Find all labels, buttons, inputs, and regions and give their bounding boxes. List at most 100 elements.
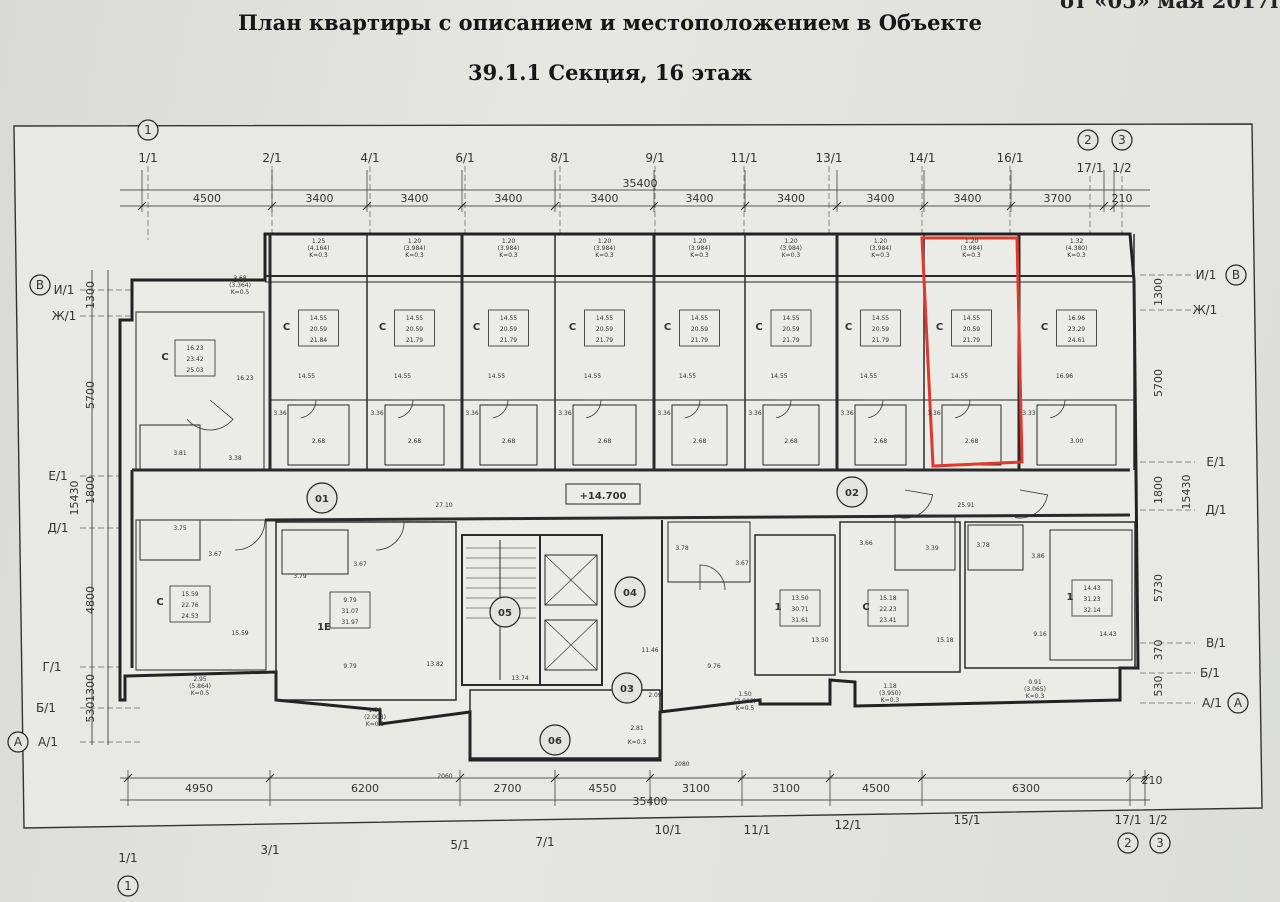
axis-top-11-1: 11/1 <box>731 151 758 165</box>
axis-top-2-circle <box>1077 129 1099 151</box>
axis-right-1-circle <box>1225 264 1247 286</box>
axis-left-8-label: А <box>14 735 23 749</box>
dim-slash-top <box>457 201 467 211</box>
apt-top-5-bath-box <box>762 404 820 466</box>
apt-top-5-area-living: 14.55 <box>782 315 799 322</box>
apt-b2-area-full: 32.14 <box>1083 607 1100 614</box>
lift-2-cross <box>544 619 598 671</box>
axis-left-8-circle <box>7 731 29 753</box>
apt-top-4-door <box>682 399 701 419</box>
apt-1e-area-total: 31.07 <box>341 608 358 615</box>
dim-top-1: 3400 <box>306 192 334 205</box>
apt-top-3-area-total: 20.59 <box>596 326 613 333</box>
apt-top-1-bath-box <box>384 404 445 466</box>
apt-top-7-area-full: 21.79 <box>963 337 980 344</box>
apt-top-1-room: 14.55 <box>394 373 411 380</box>
dim-top-8: 3400 <box>954 192 982 205</box>
marker-03-label: 03 <box>620 684 634 695</box>
apt-b1-room: 15.18 <box>936 637 953 644</box>
apt-b2-room-box <box>1049 529 1133 661</box>
axis-top-2-1: 2/1 <box>262 151 281 165</box>
corridor-wall-south <box>264 513 1131 522</box>
apt-top-0-door <box>298 399 317 419</box>
axis-left-2: Ж/1 <box>52 309 77 323</box>
balcony-1-coef-area: (3.984) <box>404 245 426 252</box>
apt-b2-area-living: 14.43 <box>1083 585 1100 592</box>
marker-06-circle <box>539 724 571 756</box>
apt-top-3-bath-box <box>572 404 637 466</box>
apt-b0-room: 13.50 <box>811 637 828 644</box>
apt-top-2-type: С <box>473 322 480 333</box>
apt-top-3-room: 14.55 <box>584 373 601 380</box>
dim-slash-top <box>1006 201 1016 211</box>
apt-top-8-bath: 3.00 <box>1070 438 1084 445</box>
apt-b1-door <box>900 489 934 519</box>
dim-slash-bottom <box>645 773 655 783</box>
apt-1e-balcony-area: 1.50 <box>368 707 382 714</box>
dim-right-5: 530 <box>1152 676 1165 697</box>
corner-top-left-balcony-area: 2.68 <box>233 275 247 282</box>
axis-top-1-label: 1 <box>144 123 152 137</box>
balcony-8-area: 1.32 <box>1070 238 1084 245</box>
marker-02-circle <box>836 476 868 508</box>
apt-1e-bath: 3.79 <box>293 573 307 580</box>
apt-b0-door <box>699 564 726 591</box>
corner-bottom-left-balcony-k: K=0.5 <box>191 690 210 697</box>
dim-slash-top <box>832 201 842 211</box>
apt-top-3-area-box <box>584 309 625 347</box>
axis-top-3-label: 3 <box>1118 133 1126 147</box>
apt-top-6-area-living: 14.55 <box>872 315 889 322</box>
apt-top-8-bath-box <box>1036 404 1117 466</box>
balcony-5-coef-area: (3.984) <box>780 245 802 252</box>
dim-left-1: 5700 <box>84 381 97 409</box>
highlighted-apartment <box>920 236 1024 468</box>
apt-top-6-room: 14.55 <box>860 373 877 380</box>
axis-left-3: Е/1 <box>48 469 67 483</box>
marker-03-circle <box>611 672 643 704</box>
axis-left-0-circle <box>29 274 51 296</box>
apt-b1-box <box>839 521 961 673</box>
apt-1e-area-full: 31.97 <box>341 619 358 626</box>
balcony-6-area: 1.20 <box>874 238 888 245</box>
left-balcony-area: 2.68 <box>233 277 247 284</box>
apt-top-6-door <box>865 399 884 419</box>
dim-left-5: 530 <box>84 702 97 723</box>
apt-b1-area-living: 15.18 <box>879 595 896 602</box>
axis-top-6-1: 6/1 <box>455 151 474 165</box>
corner-top-left-bath-box <box>139 424 201 471</box>
axis-bottom-1-2: 1/2 <box>1148 813 1167 827</box>
dim-right-0: 1300 <box>1152 278 1165 306</box>
corner-bottom-left-hall: 3.67 <box>208 551 222 558</box>
apt-top-7-area-total: 20.59 <box>963 326 980 333</box>
axis-right-3: Е/1 <box>1206 455 1225 469</box>
title-line-2: 39.1.1 Секция, 16 этаж <box>468 60 752 85</box>
dim-top-2: 3400 <box>401 192 429 205</box>
apt-b2-bath-box <box>967 524 1024 571</box>
axis-bottom-3-label: 3 <box>1156 836 1164 850</box>
apt-top-0-room: 14.55 <box>298 373 315 380</box>
marker-04-label: 04 <box>623 588 637 599</box>
apt-b1-hall: 3.66 <box>859 540 873 547</box>
apt-top-8-area-box <box>1056 309 1097 347</box>
apt-top-1-area-total: 20.59 <box>406 326 423 333</box>
apt-top-3-area-full: 21.79 <box>596 337 613 344</box>
vestibule2-area: 2.81 <box>630 725 644 732</box>
apt-top-2-door <box>490 399 509 419</box>
apt-b2-area-box <box>1071 579 1113 617</box>
apt-b0-area-box <box>779 589 821 627</box>
apt-top-4-area-living: 14.55 <box>691 315 708 322</box>
apt-b0-hall: 3.67 <box>735 560 749 567</box>
axis-bottom-15-1: 15/1 <box>954 813 981 827</box>
dim-bottom-1: 6200 <box>351 782 379 795</box>
apt-top-7-area-living: 14.55 <box>963 315 980 322</box>
axis-right-4: Д/1 <box>1205 503 1226 517</box>
dim-top-10: 210 <box>1112 192 1133 205</box>
corner-apt-bottom-left-box <box>135 519 267 671</box>
axis-bottom-17-1: 17/1 <box>1115 813 1142 827</box>
corridor-2-area: 25.91 <box>957 502 974 509</box>
elevation-mark: +14.700 <box>580 491 627 502</box>
axis-top-3-circle <box>1111 129 1133 151</box>
apt-top-6-area-total: 20.59 <box>872 326 889 333</box>
corner-top-left-balcony-coef-area: (3.364) <box>229 282 251 289</box>
lift-shaft-box <box>539 534 603 686</box>
